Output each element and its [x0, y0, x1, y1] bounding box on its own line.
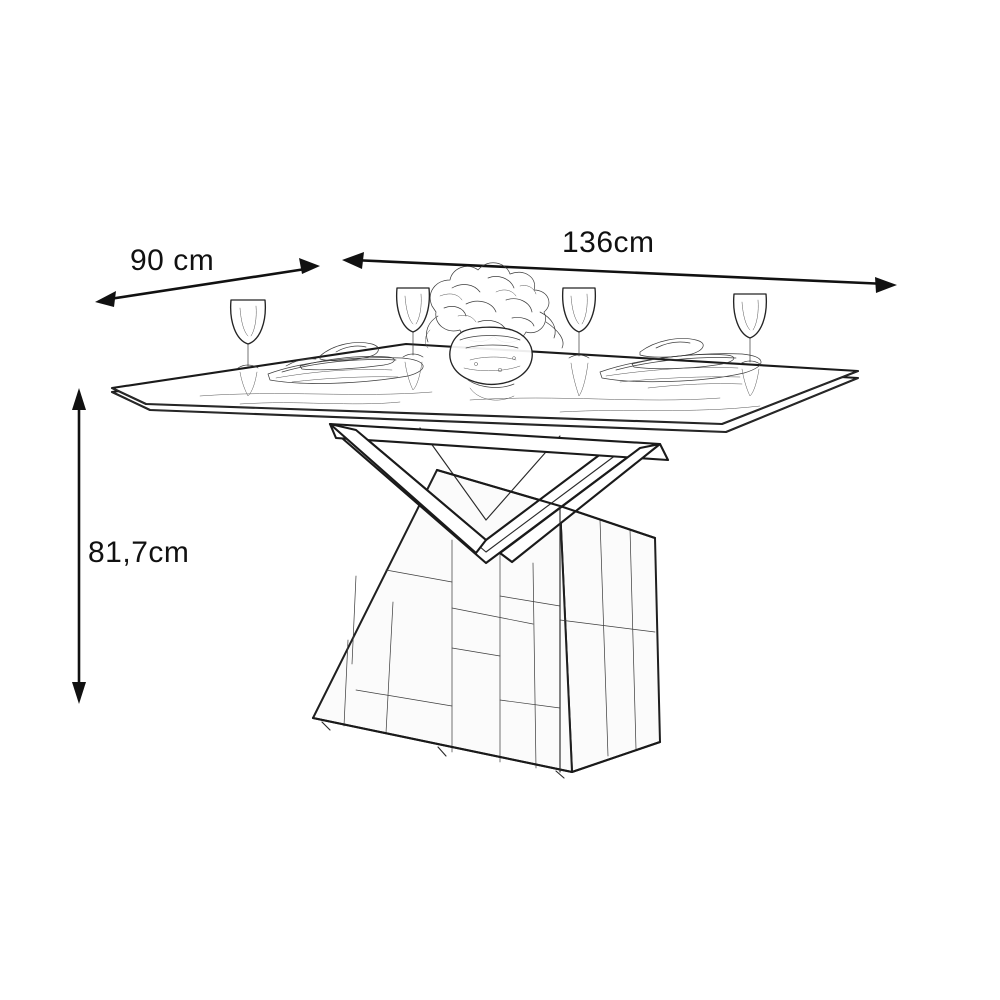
wine-glass-3: [561, 287, 597, 359]
width-dimension-group: 136cm: [342, 226, 897, 293]
glass-foot: [402, 353, 424, 358]
v-support-highlight: [419, 427, 561, 521]
height-arrow-bottom: [72, 682, 86, 704]
width-dimension-line: [351, 258, 888, 286]
glass-foot: [237, 364, 259, 369]
surface-reflections: [239, 361, 760, 401]
v-support-right-wing: [498, 442, 662, 564]
glass-foot: [568, 354, 590, 359]
width-arrow-right: [875, 277, 897, 293]
glass-foot: [739, 360, 761, 365]
depth-arrow-right: [299, 258, 320, 274]
place-setting-right: [599, 338, 762, 389]
place-setting-left: [267, 342, 424, 384]
vase-body: [449, 326, 533, 386]
flower-vase-group: [425, 262, 564, 388]
width-arrow-left: [342, 252, 364, 269]
tabletop-reflections: [199, 391, 761, 413]
pedestal-base-group: [311, 422, 670, 779]
tabletop-edge-lower: [149, 377, 859, 433]
width-dimension-label: 136cm: [562, 226, 655, 259]
wine-glass-2: [395, 287, 431, 358]
wine-glass-1: [229, 299, 267, 369]
depth-arrow-left: [95, 291, 116, 307]
height-arrow-top: [72, 388, 86, 410]
pedestal-feet: [321, 721, 565, 779]
pedestal-side-face: [559, 505, 661, 773]
height-dimension-group: 81,7cm: [72, 388, 189, 704]
depth-dimension-label: 90 cm: [130, 244, 214, 277]
tabletop-left-tip: [111, 391, 151, 411]
wine-glass-4: [732, 293, 768, 365]
height-dimension-label: 81,7cm: [88, 536, 189, 569]
tabletop-bevel-front: [111, 370, 859, 425]
v-support-left-wing: [328, 422, 488, 555]
pedestal-side-seams: [559, 519, 656, 757]
depth-dimension-line: [102, 266, 313, 302]
pedestal-plank-seams: [343, 539, 561, 769]
pedestal-bottom-edge: [311, 716, 662, 774]
base-apron: [328, 422, 670, 462]
depth-dimension-group: 90 cm: [95, 244, 320, 307]
